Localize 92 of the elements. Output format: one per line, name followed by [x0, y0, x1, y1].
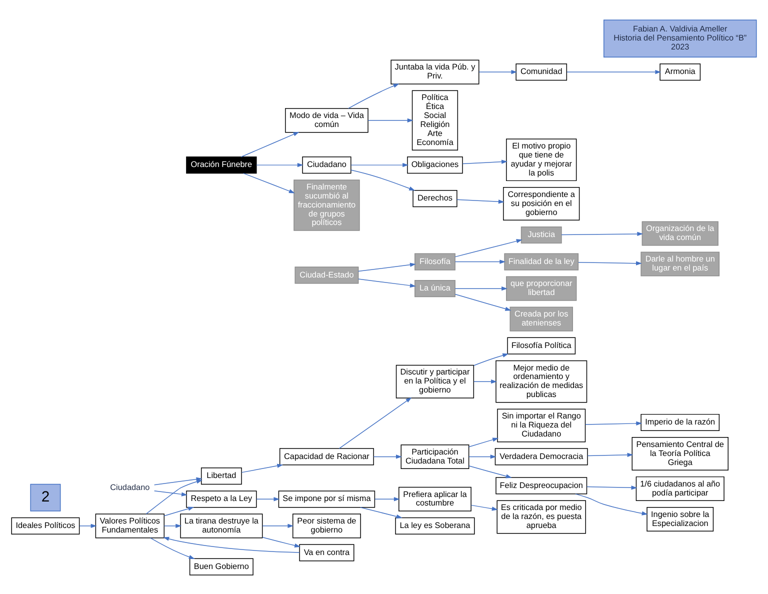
node-box: El motivo propio que tiene de ayudar y mejorar la polis: [506, 138, 577, 181]
node-box: Derechos: [412, 189, 458, 207]
node-box: Peor sistema de gobierno: [292, 513, 361, 538]
node-box: Respeto a la Ley: [186, 490, 257, 508]
arrow: [374, 496, 400, 501]
node-box: Prefiera aplicar la costumbre: [398, 486, 472, 511]
arrow: [575, 493, 648, 515]
arrow: [373, 454, 402, 458]
node-box: Libertad: [200, 467, 242, 484]
arrow: [163, 536, 300, 552]
node-box: Participación Ciudadana Total: [400, 444, 470, 468]
node-box: La única: [414, 280, 456, 297]
arrow: [146, 479, 202, 514]
node-box: Filosofía: [414, 252, 456, 270]
node-box: Capacidad de Racionar: [279, 448, 374, 465]
arrow: [454, 238, 522, 257]
node-box: 2: [30, 483, 61, 511]
node-box: Se impone por sí misma: [278, 490, 376, 508]
arrow: [561, 231, 644, 236]
node-box: Discutir y participar en la Política y el gobierno: [396, 364, 474, 398]
arrow: [348, 83, 400, 108]
arrow: [154, 490, 188, 496]
node-box: Finalidad de la ley: [504, 252, 579, 270]
arrow: [566, 69, 662, 74]
arrow: [164, 506, 194, 516]
arrow: [256, 162, 304, 167]
arrow: [360, 506, 402, 518]
node-box: Obligaciones: [407, 156, 463, 174]
node-box: Valores Políticos Fundamentales: [95, 513, 165, 538]
node-box: Verdadera Democracia: [494, 448, 588, 465]
node-box: Correspondiente a su posición en el gobierno: [503, 186, 580, 220]
node-box: Comunidad: [516, 63, 568, 80]
arrow: [350, 162, 409, 167]
node-box: La tirana destruye la autonomía: [180, 513, 263, 538]
arrow: [164, 523, 182, 528]
arrow: [243, 172, 295, 193]
node-box: La ley es Soberana: [395, 516, 475, 534]
node-box: Ingenio sobre la Especializacion: [646, 506, 714, 531]
arrow: [262, 523, 294, 528]
arrow: [358, 278, 416, 288]
node-box: Buen Gobierno: [189, 558, 254, 575]
node-box: que proporcionar libertad: [506, 276, 577, 300]
node-box: Modo de vida – Vida común: [285, 108, 368, 132]
arrow: [584, 420, 642, 426]
node-box: Ideales Políticos: [11, 516, 80, 534]
arrow: [262, 536, 301, 548]
arrow: [241, 463, 284, 472]
node-box: Política Ética Social Religión Arte Economía: [412, 90, 458, 150]
node-box: Mejor medio de ordenamiento y realización de medidas publicas: [496, 360, 588, 402]
node-box: Filosofía Política: [507, 336, 576, 354]
arrow: [79, 523, 97, 528]
arrow: [474, 379, 498, 384]
node-box: Imperio de la razón: [640, 413, 720, 431]
arrow: [478, 69, 518, 74]
arrow: [358, 262, 416, 272]
arrow: [468, 465, 512, 478]
node-box: Justicia: [520, 226, 562, 244]
node-box: Organización de la vida común: [642, 220, 718, 246]
arrow: [462, 159, 508, 164]
node-box: Va en contra: [299, 544, 354, 561]
arrow: [240, 131, 300, 157]
arrow: [578, 260, 642, 265]
arrow: [256, 496, 280, 501]
arrow: [474, 352, 509, 366]
arrow: [468, 437, 499, 447]
arrow: [456, 198, 504, 204]
node-box: Finalmente sucumbió al fraccionamiento de grupos políticos: [294, 179, 360, 230]
arrow: [454, 259, 506, 264]
node-box: Es criticada por medio de la razón, es puesta aprueba: [496, 500, 586, 534]
arrow: [454, 286, 508, 290]
arrow: [338, 396, 412, 448]
arrow: [587, 452, 634, 456]
node-box: Oración Fúnebre: [186, 156, 257, 174]
node-box: Armonia: [660, 63, 701, 80]
arrow: [470, 504, 498, 510]
arrow: [368, 118, 414, 122]
node-box: Feliz Despreocupacion: [496, 476, 588, 494]
arrow: [454, 293, 512, 310]
arrow: [586, 485, 638, 490]
node-box: 1/6 ciudadanos al año podía participar: [636, 476, 724, 500]
node-box: Sin importar el Rango ni la Riqueza del Ciudadano: [497, 408, 586, 442]
node-box: Ciudad-Estado: [294, 266, 359, 284]
node-box: Pensamiento Central de la Teoría Política Griega: [632, 436, 728, 470]
arrow: [350, 169, 416, 190]
node-box: Ciudadano: [302, 156, 352, 174]
node-box: Creada por los atenienses: [510, 306, 573, 331]
node-box: Darle al hombre un lugar en el país: [640, 251, 720, 276]
node-box: Juntaba la vida Púb. y Priv.: [390, 59, 480, 84]
node-box: Fabian A. Valdivia Ameller Historia del Pensamiento Político “B” 2023: [603, 19, 757, 58]
node-text: Ciudadano: [110, 482, 150, 492]
arrow: [150, 537, 195, 559]
arrow: [468, 454, 496, 458]
